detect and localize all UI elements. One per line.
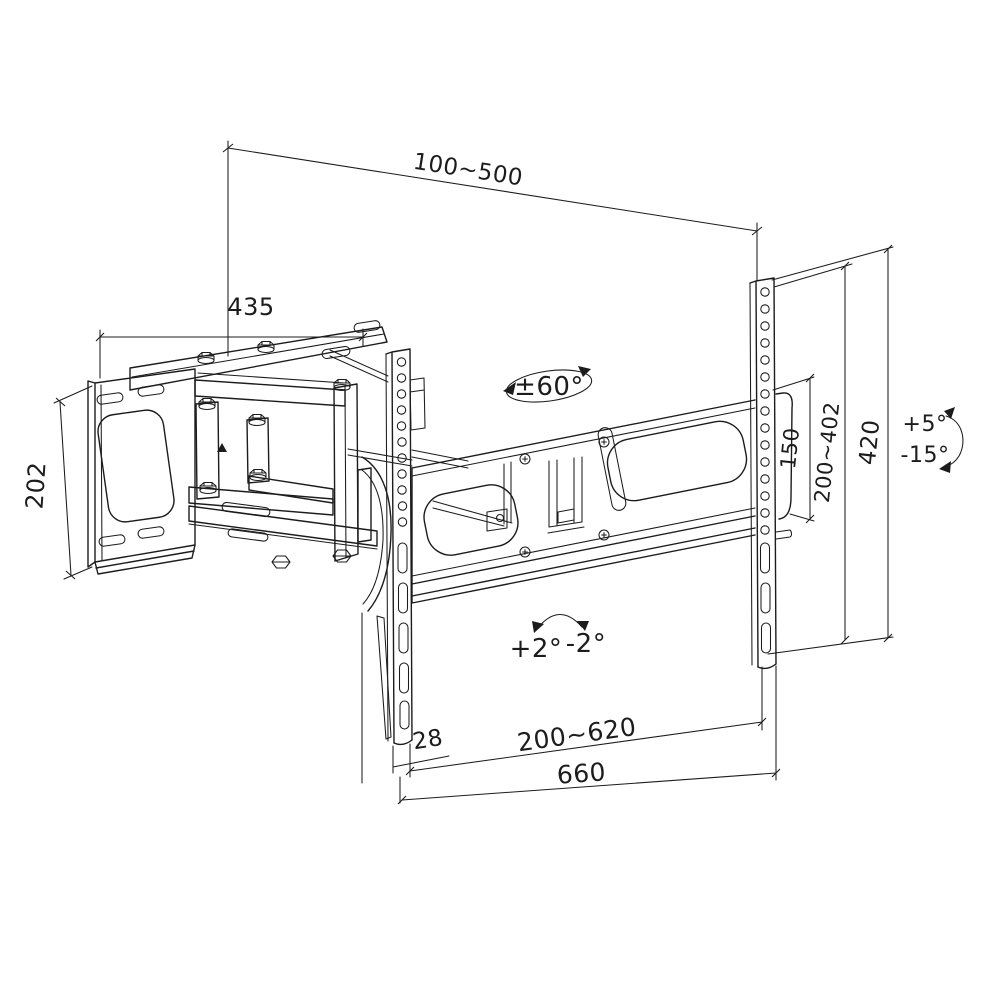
dim-bracket-width: 660: [397, 665, 781, 805]
hex-nut-icon: [271, 555, 291, 569]
label-tilt-down: -15°: [901, 443, 950, 468]
annotation-swivel: ±60°: [503, 366, 593, 403]
bolt-icon: [197, 351, 215, 365]
tilt-arrow-up-icon: [944, 407, 955, 419]
swivel-arrow-left-icon: [503, 382, 516, 395]
wall-plate: [87, 368, 196, 575]
wall-plate-cutout: [97, 409, 175, 523]
left-oval-cutout: [423, 484, 519, 556]
articulating-arm: [188, 372, 469, 784]
dim-wall-plate-height: 202: [20, 385, 93, 580]
dim-label-vesa-height-range: 200~402: [810, 401, 844, 504]
dim-label-rail-width: 28: [411, 725, 445, 755]
plate-left-end-cap: [347, 448, 413, 612]
screw-icon: [519, 453, 531, 465]
label-swivel-range: ±60°: [514, 372, 584, 402]
annotation-tilt: +5° -15°: [901, 407, 964, 473]
bolt-icon: [248, 413, 266, 427]
dim-rail-width: 28: [392, 725, 450, 778]
up-arrow-marker: [217, 443, 227, 452]
dim-bracket-height: 420: [767, 244, 894, 655]
left-vesa-rail: [385, 348, 413, 746]
level-arrow-left-icon: [532, 621, 544, 633]
bolt-icon: [199, 481, 217, 495]
label-level-plus: +2°: [510, 634, 563, 664]
label-tilt-up: +5°: [903, 412, 948, 437]
dim-label-bracket-height: 420: [855, 418, 886, 466]
dim-extension-depth: 100~500: [222, 140, 763, 357]
annotation-level-adjust: +2° -2°: [510, 613, 606, 664]
dim-vesa-spacing-min: 150: [772, 373, 815, 524]
label-level-minus: -2°: [566, 629, 606, 659]
dim-label-vesa-spacing-min: 150: [776, 426, 804, 470]
bolt-icon: [257, 340, 275, 354]
tilt-arrow-down-icon: [939, 461, 951, 473]
screw-icon: [519, 546, 531, 558]
dim-label-extension-depth: 100~500: [411, 149, 524, 192]
screw-icon: [598, 529, 610, 541]
bolt-icon: [198, 397, 216, 411]
dim-label-bracket-width: 660: [556, 757, 607, 789]
dim-label-vesa-width-range: 200~620: [515, 712, 638, 757]
dim-label-wall-plate-height: 202: [20, 461, 51, 510]
screw-icon: [598, 436, 610, 448]
right-oval-cutout: [606, 420, 748, 502]
right-vesa-rail: [749, 277, 777, 670]
swivel-arrow-right-icon: [578, 366, 591, 377]
dim-wall-plate-width: 435: [95, 293, 368, 379]
level-arrow-right-icon: [577, 621, 589, 631]
pivot-post: [333, 383, 359, 562]
tv-bracket-plate: [411, 392, 793, 604]
dim-label-wall-plate-width: 435: [227, 293, 274, 321]
